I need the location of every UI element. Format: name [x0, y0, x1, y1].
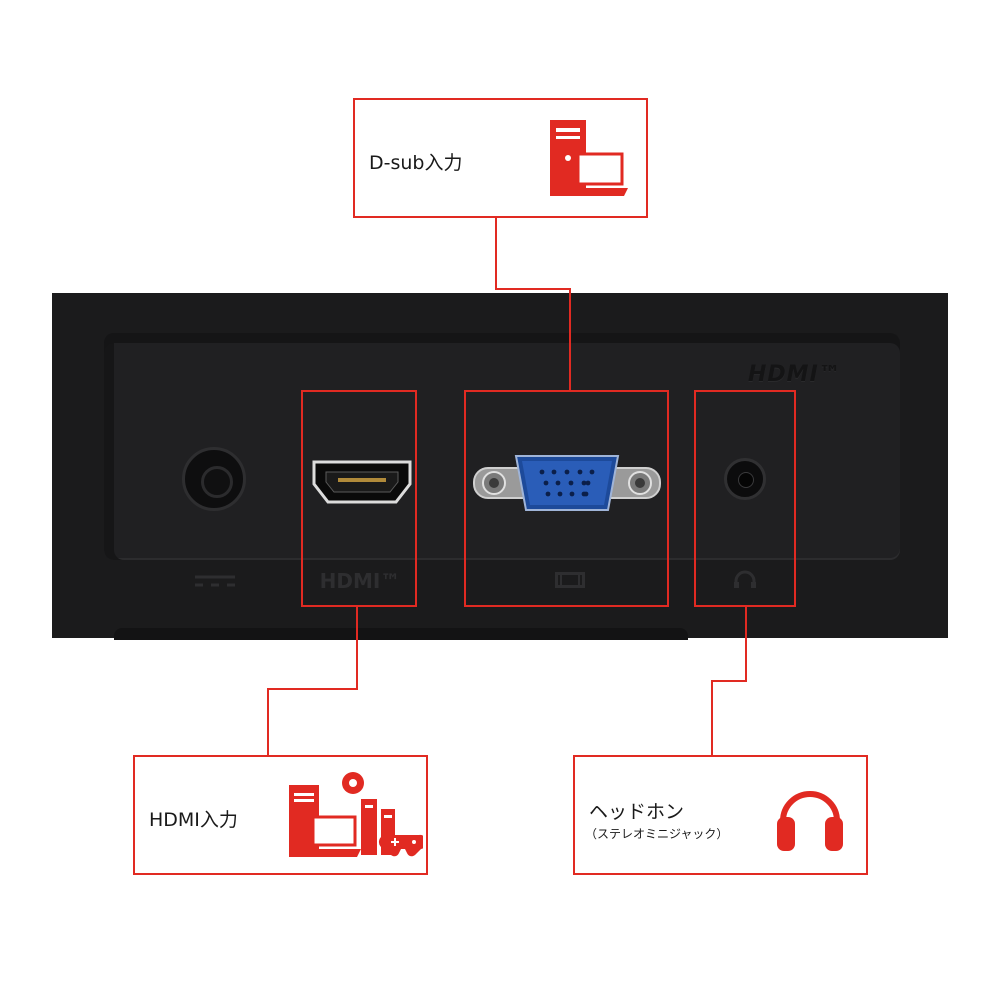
- headphone-jack: [724, 458, 766, 500]
- dc-power-jack: [182, 447, 246, 511]
- hdmi-connector-line: [356, 607, 358, 690]
- vga-highlight-box: [464, 390, 669, 607]
- dsub-input-label: D-sub入力: [369, 152, 463, 174]
- hdmi-port-label: HDMI™: [319, 569, 401, 593]
- vga-port-label: [540, 566, 600, 596]
- devices-icon: [289, 772, 423, 857]
- dc-symbol-icon: [195, 575, 235, 587]
- headphone-callout: ヘッドホン （ステレオミニジャック）: [573, 755, 868, 875]
- headphone-symbol-icon: [734, 570, 756, 588]
- monitor-symbol-icon: [555, 572, 585, 588]
- hdmi-connector-line: [267, 688, 269, 755]
- desktop-laptop-icon: [550, 120, 628, 196]
- hdmi-input-callout: HDMI入力: [133, 755, 428, 875]
- dsub-connector-line: [495, 288, 571, 290]
- hdmi-connector-line: [267, 688, 358, 690]
- headphone-sublabel: （ステレオミニジャック）: [585, 827, 729, 841]
- hdmi-highlight-box: [301, 390, 417, 607]
- headphone-connector-line: [711, 680, 713, 755]
- dsub-input-callout: D-sub入力: [353, 98, 648, 218]
- dsub-connector-line: [495, 218, 497, 290]
- dsub-connector-line: [569, 288, 571, 390]
- hdmi-logo-embossed: HDMI™: [748, 362, 842, 387]
- port-recess: [104, 333, 900, 560]
- dc-label: [180, 566, 250, 596]
- headphone-highlight-box: [694, 390, 796, 607]
- hdmi-input-label: HDMI入力: [149, 809, 238, 831]
- headphone-connector-line: [711, 680, 747, 682]
- hdmi-port: [312, 460, 412, 504]
- headphones-icon: [777, 791, 843, 851]
- headphone-label: ヘッドホン: [589, 801, 685, 823]
- headphone-port-label: [720, 566, 770, 596]
- headphone-connector-line: [745, 607, 747, 682]
- vga-port: [473, 455, 661, 511]
- panel-lower-edge: [114, 628, 688, 640]
